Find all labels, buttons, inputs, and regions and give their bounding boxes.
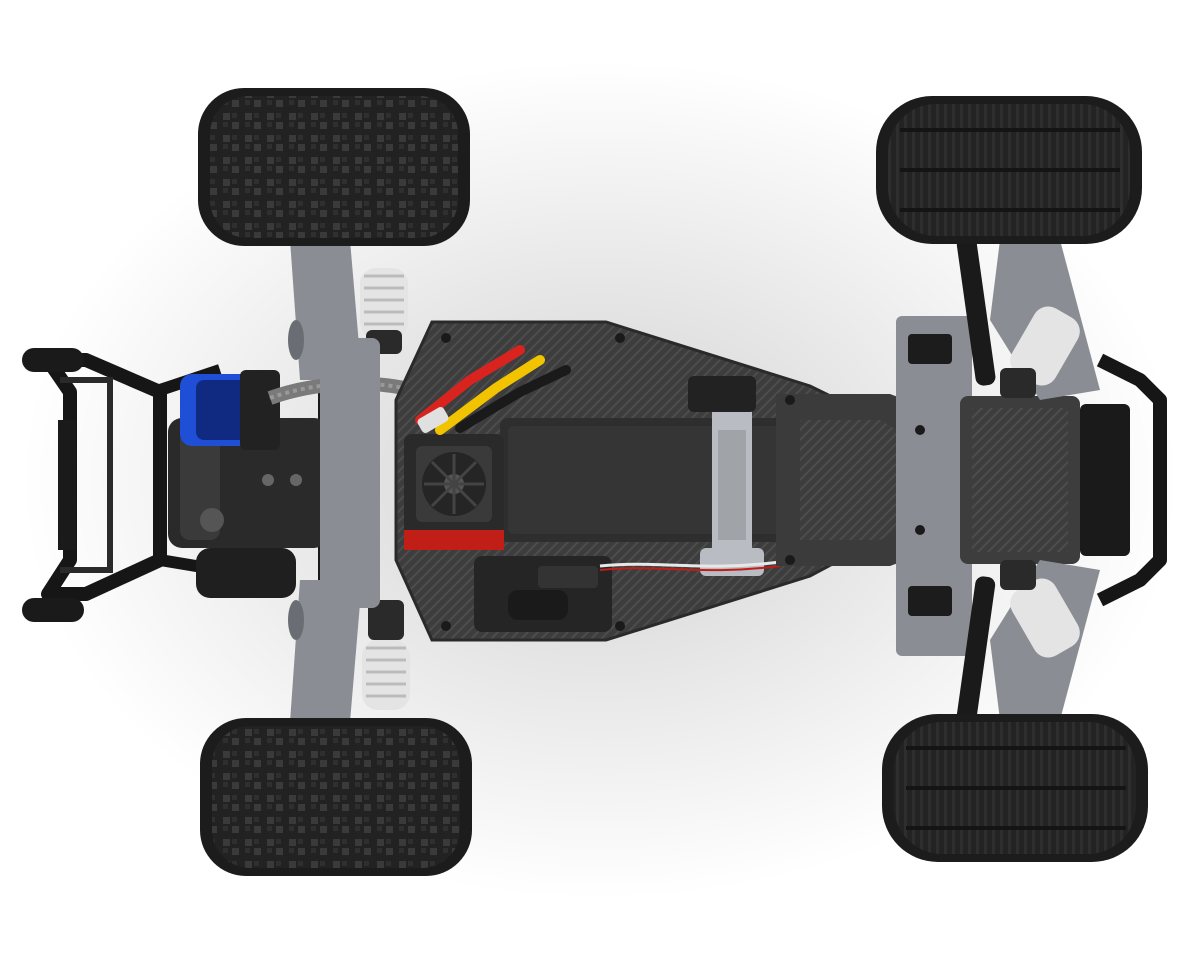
wheelie-bar xyxy=(41,353,222,601)
cooling-fan-icon xyxy=(422,452,486,516)
receiver-box xyxy=(474,556,612,632)
chassis-screws xyxy=(441,333,925,631)
power-wires xyxy=(415,345,571,435)
wheelie-bar-wheel-bottom xyxy=(22,598,84,622)
front-shock-upper xyxy=(1000,306,1080,398)
front-shock-lower xyxy=(1000,560,1080,658)
rear-tire-top xyxy=(198,88,470,246)
rear-bulkhead xyxy=(320,338,380,608)
servo-wire xyxy=(599,560,781,568)
rear-suspension-arm-lower xyxy=(288,580,362,722)
wheelie-bar-wheel-top xyxy=(22,348,84,372)
rear-shock-upper xyxy=(360,268,408,354)
front-tire-bottom xyxy=(882,714,1148,862)
rear-gearbox xyxy=(168,418,328,598)
front-bumper xyxy=(1080,353,1167,607)
front-tire-top xyxy=(876,96,1142,244)
battery-hold-down xyxy=(700,406,764,576)
rear-tire-bottom xyxy=(200,718,472,876)
battery-mount-post xyxy=(688,376,756,412)
motor xyxy=(180,370,280,450)
front-bulkhead xyxy=(896,316,1080,656)
rear-shock-lower xyxy=(362,600,410,710)
